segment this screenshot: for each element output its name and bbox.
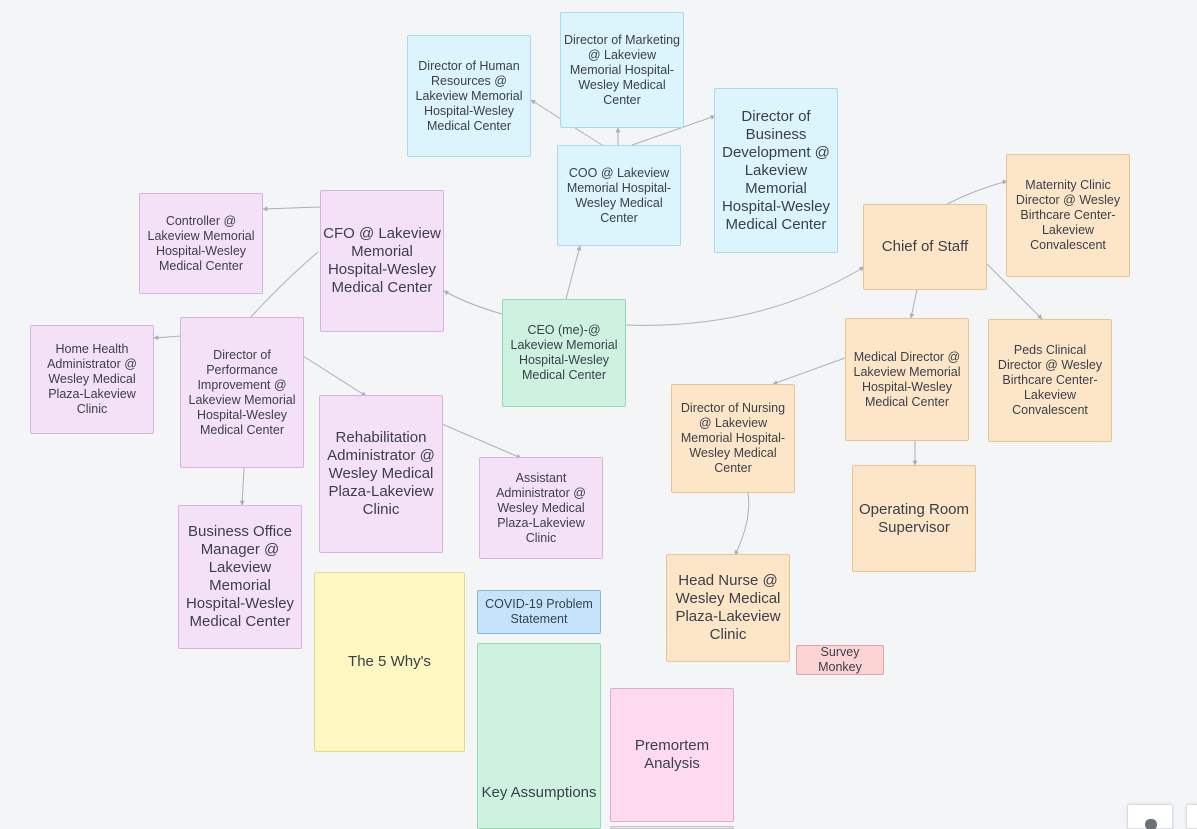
node-director-hr-label: Director of Human Resources @ Lakeview M… [415,58,523,133]
edge-chief-med-director [909,288,918,319]
node-rehabilitation-administrator[interactable]: Rehabilitation Administrator @ Wesley Me… [319,395,443,553]
node-five-whys-label: The 5 Why's [348,653,431,670]
secondary-control-button[interactable] [1186,804,1197,829]
node-chief-of-staff[interactable]: Chief of Staff [863,204,987,290]
node-coo-label: COO @ Lakeview Memorial Hospital-Wesley … [566,165,672,225]
node-peds-clinical-director[interactable]: Peds Clinical Director @ Wesley Birthcar… [988,319,1112,442]
node-peds-clinical-director-label: Peds Clinical Director @ Wesley Birthcar… [997,343,1103,417]
edge-perf-home-health [153,335,182,341]
node-cfo-label: CFO @ Lakeview Memorial Hospital-Wesley … [323,225,441,296]
edge-perf-rehab [302,355,367,397]
node-head-nurse-label: Head Nurse @ Wesley Medical Plaza-Lakevi… [675,572,781,643]
edge-ceo-cfo [443,290,503,315]
node-covid-problem-statement-label: COVID-19 Problem Statement [485,597,593,626]
node-director-of-nursing[interactable]: Director of Nursing @ Lakeview Memorial … [671,384,795,493]
node-director-marketing-label: Director of Marketing @ Lakeview Memoria… [563,32,680,107]
node-ceo[interactable]: CEO (me)-@ Lakeview Memorial Hospital-We… [502,299,626,407]
node-medical-director-label: Medical Director @ Lakeview Memorial Hos… [853,349,961,409]
node-controller[interactable]: Controller @ Lakeview Memorial Hospital-… [139,193,263,294]
node-director-business-development-label: Director of Business Development @ Lakev… [721,107,831,233]
edge-chief-maternity [946,179,1008,205]
node-operating-room-supervisor[interactable]: Operating Room Supervisor [852,465,976,572]
node-five-whys[interactable]: The 5 Why's [314,572,465,752]
node-director-marketing[interactable]: Director of Marketing @ Lakeview Memoria… [560,12,684,128]
node-medical-director[interactable]: Medical Director @ Lakeview Memorial Hos… [845,318,969,441]
node-director-hr[interactable]: Director of Human Resources @ Lakeview M… [407,35,531,157]
node-key-assumptions-label: Key Assumptions [481,784,597,801]
node-operating-room-supervisor-label: Operating Room Supervisor [858,500,970,536]
node-premortem-analysis-label: Premortem Analysis [634,737,710,772]
node-chief-of-staff-label: Chief of Staff [881,238,969,255]
edge-perf-biz-office [239,467,245,506]
node-covid-problem-statement[interactable]: COVID-19 Problem Statement [477,590,601,634]
node-director-performance-improvement-label: Director of Performance Improvement @ La… [188,347,296,437]
node-director-performance-improvement[interactable]: Director of Performance Improvement @ La… [180,317,304,468]
edge-ceo-chief-of-staff [624,266,865,326]
node-cfo[interactable]: CFO @ Lakeview Memorial Hospital-Wesley … [320,190,444,332]
node-survey-monkey[interactable]: Survey Monkey [796,645,884,675]
node-head-nurse[interactable]: Head Nurse @ Wesley Medical Plaza-Lakevi… [666,554,790,662]
edge-rehab-asst-admin [441,423,522,459]
node-rehabilitation-administrator-label: Rehabilitation Administrator @ Wesley Me… [327,429,435,518]
edge-cfo-controller [262,206,321,212]
zoom-control-icon [1145,819,1157,829]
node-home-health-administrator-label: Home Health Administrator @ Wesley Medic… [47,342,137,416]
node-assistant-administrator-label: Assistant Administrator @ Wesley Medical… [496,470,586,545]
node-business-office-manager-label: Business Office Manager @ Lakeview Memor… [185,523,295,630]
edge-med-nursing [772,357,846,385]
node-director-business-development[interactable]: Director of Business Development @ Lakev… [714,88,838,253]
node-business-office-manager[interactable]: Business Office Manager @ Lakeview Memor… [178,505,302,649]
node-key-assumptions[interactable]: Key Assumptions [477,643,601,829]
zoom-control-button[interactable] [1127,804,1173,829]
node-home-health-administrator[interactable]: Home Health Administrator @ Wesley Medic… [30,325,154,434]
node-coo[interactable]: COO @ Lakeview Memorial Hospital-Wesley … [557,145,681,246]
node-survey-monkey-label: Survey Monkey [818,645,862,674]
node-premortem-analysis[interactable]: Premortem Analysis [610,688,734,822]
node-controller-label: Controller @ Lakeview Memorial Hospital-… [147,213,255,273]
edge-nursing-head-nurse [734,492,750,556]
node-assistant-administrator[interactable]: Assistant Administrator @ Wesley Medical… [479,457,603,559]
node-ceo-label: CEO (me)-@ Lakeview Memorial Hospital-We… [510,323,618,382]
node-director-of-nursing-label: Director of Nursing @ Lakeview Memorial … [680,401,786,475]
node-maternity-clinic-director-label: Maternity Clinic Director @ Wesley Birth… [1015,178,1121,252]
node-maternity-clinic-director[interactable]: Maternity Clinic Director @ Wesley Birth… [1006,154,1130,277]
edge-ceo-coo [565,245,582,300]
